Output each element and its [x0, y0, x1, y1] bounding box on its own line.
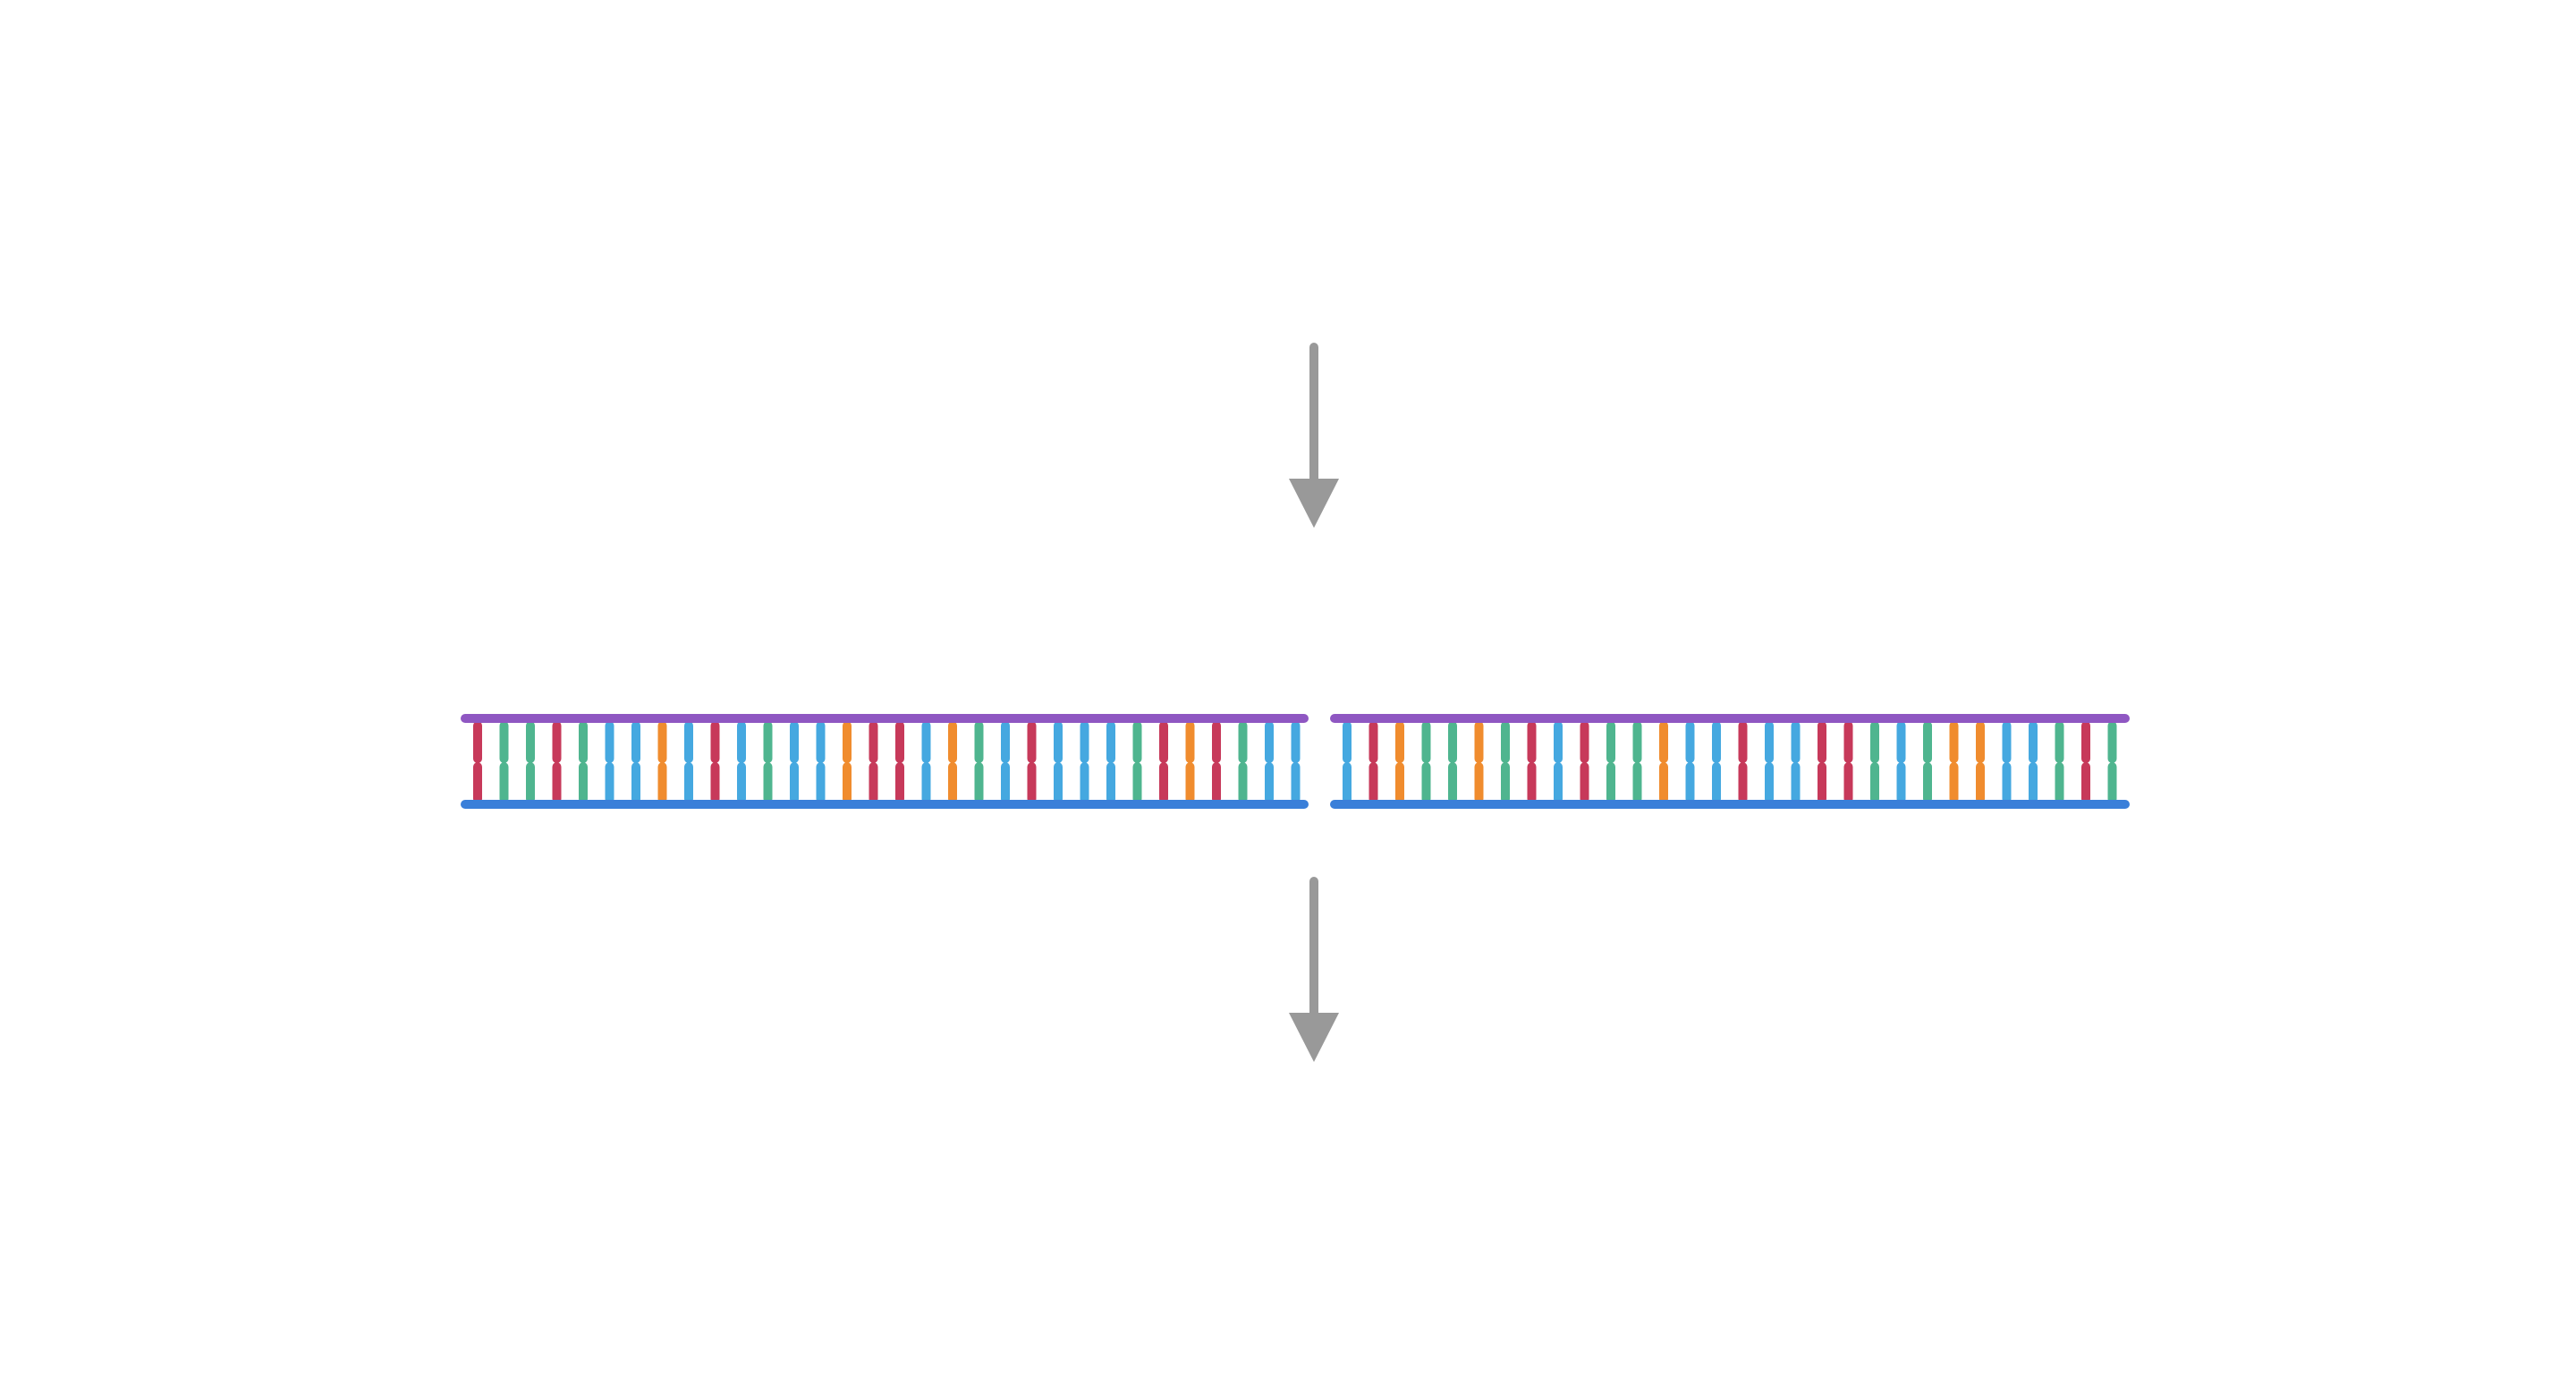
down-arrow-icon [1289, 343, 1339, 528]
down-arrow-icon [1289, 877, 1339, 1062]
dna-fragment-left [461, 714, 1309, 809]
arrows-layer [1289, 343, 1339, 1062]
arrow-top-head [1289, 479, 1339, 528]
arrow-bottom-head [1289, 1013, 1339, 1062]
dna-layer [461, 714, 2130, 809]
dna-fragment-right [1330, 714, 2130, 809]
